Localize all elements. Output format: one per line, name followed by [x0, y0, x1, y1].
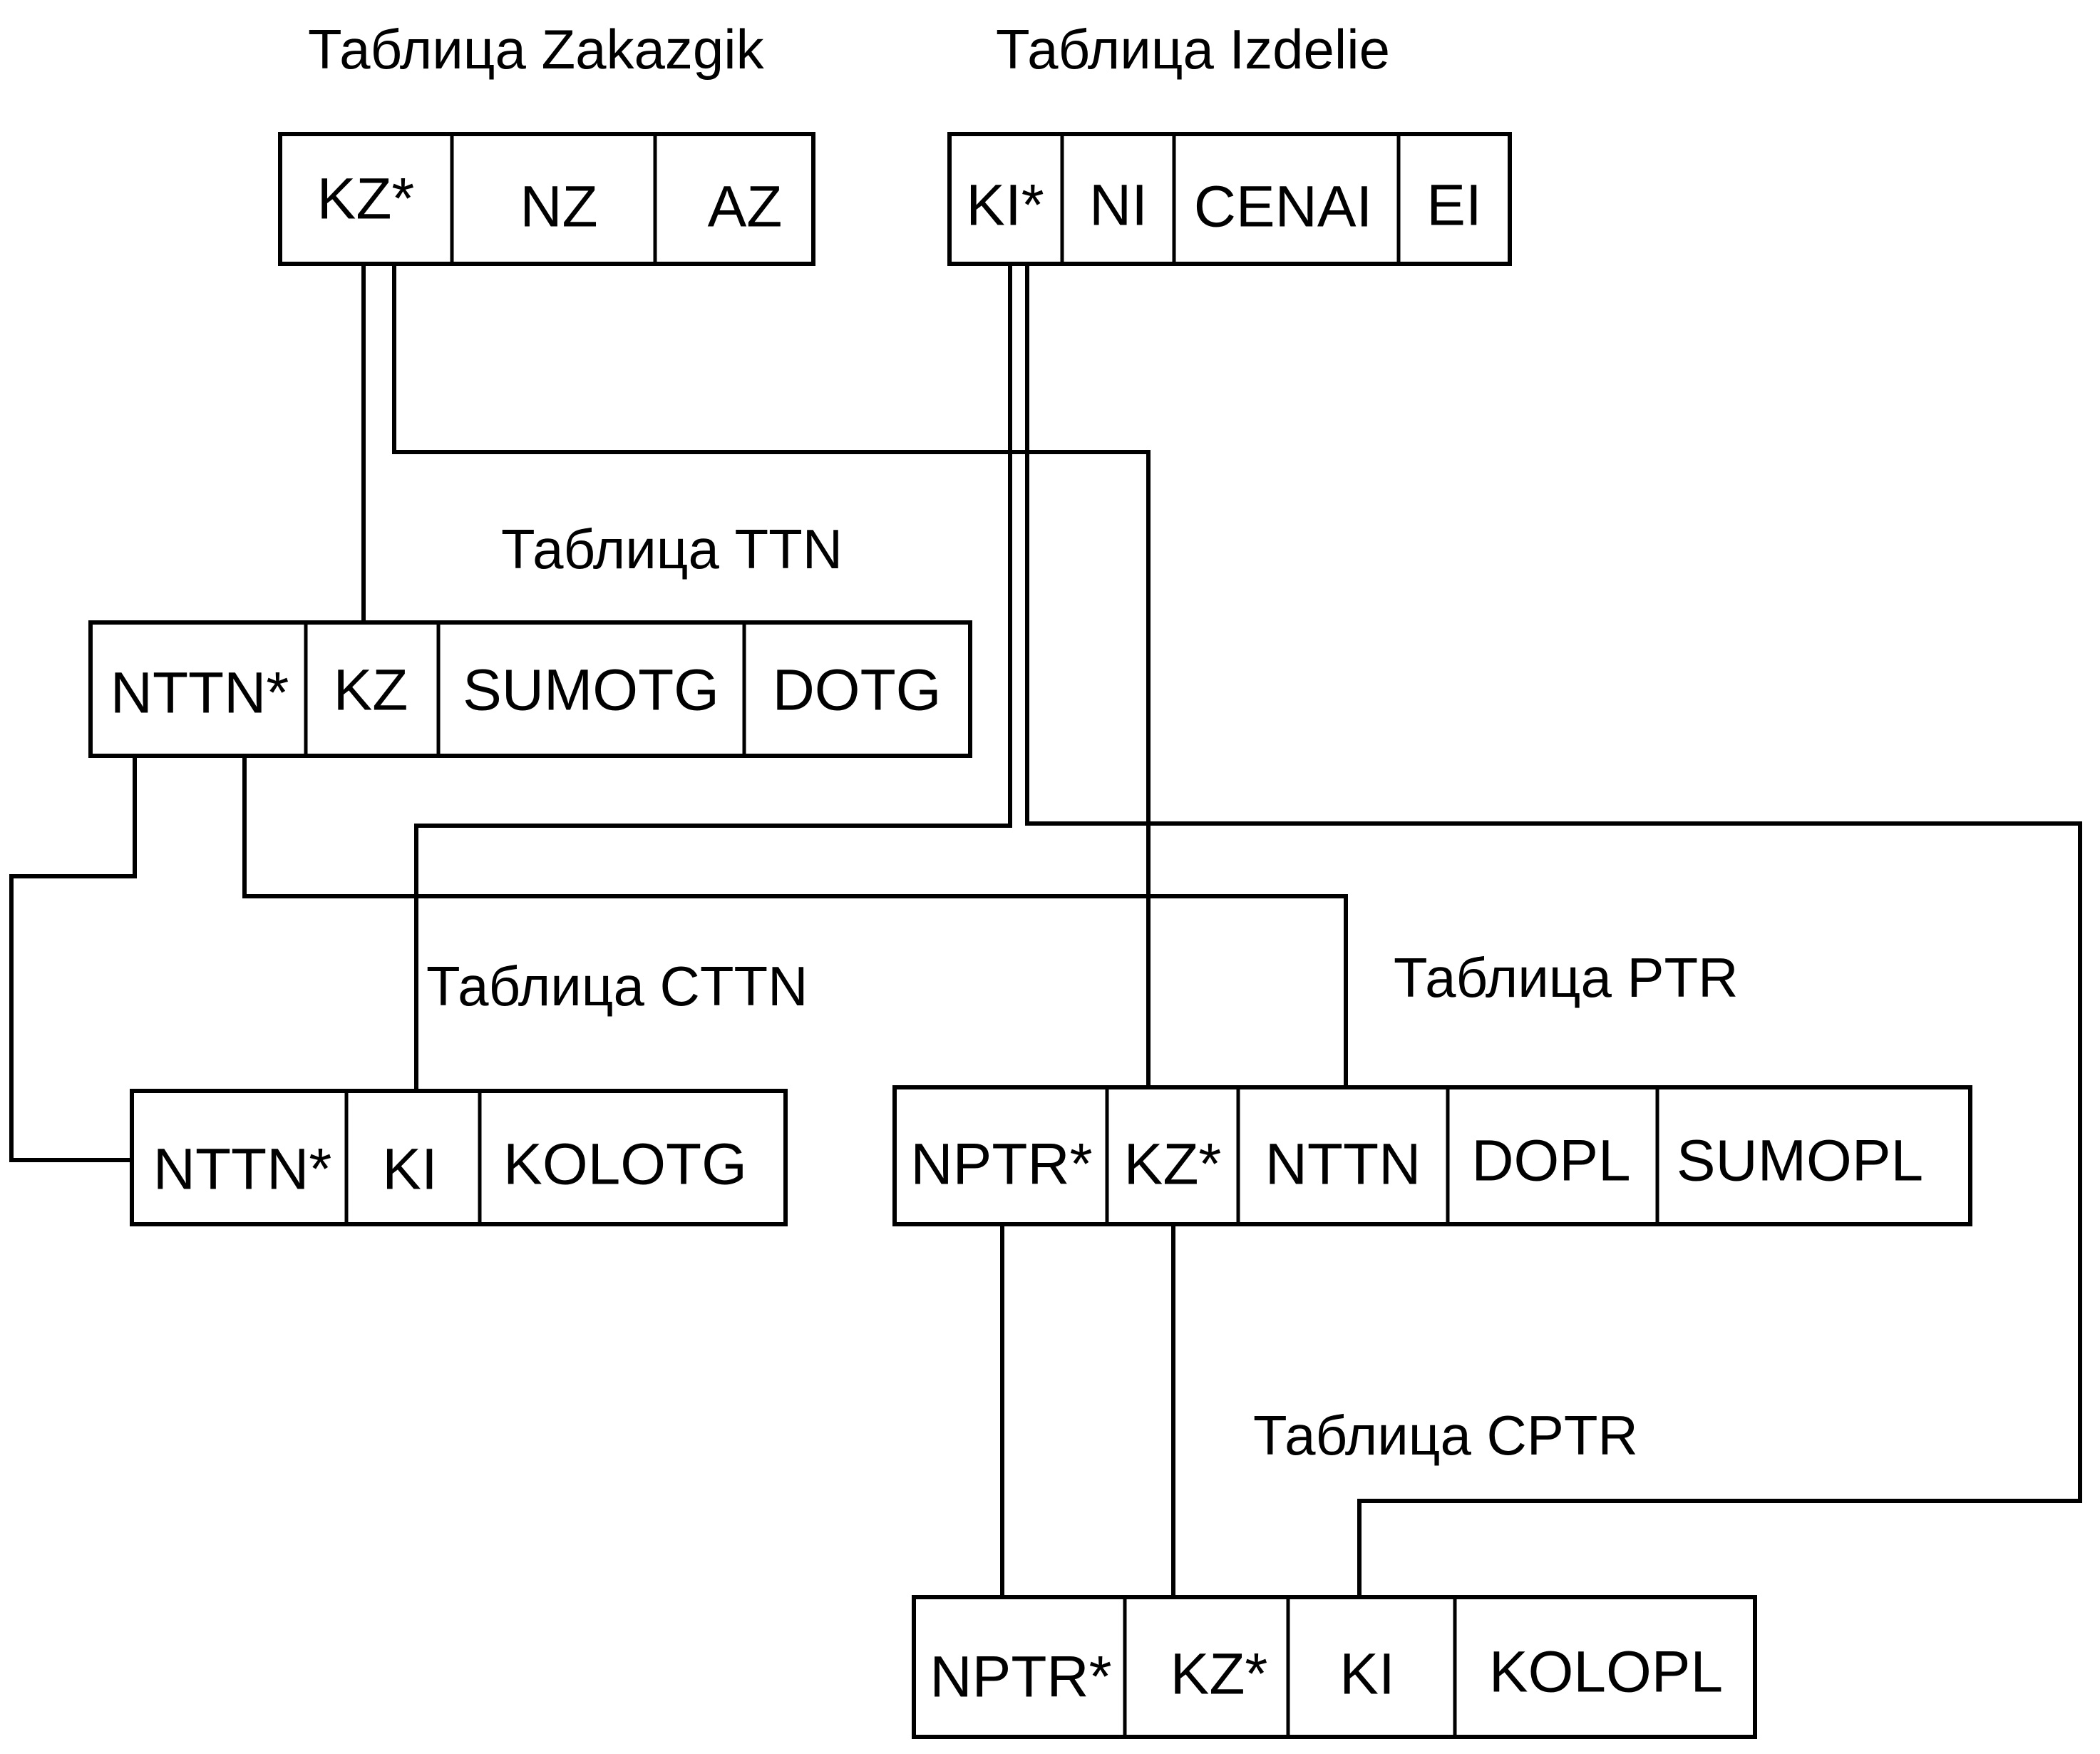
field-nptr-primary-key: NPTR* — [930, 1645, 1111, 1710]
table-cttn: Таблица CTTN NTTN* KI KOLOTG — [130, 955, 808, 1226]
field-nttn: NTTN — [1265, 1132, 1421, 1197]
field-kz-primary-key: KZ* — [1170, 1642, 1268, 1707]
field-nttn-primary-key: NTTN* — [110, 661, 289, 726]
table-title: Таблица PTR — [1394, 946, 1739, 1009]
field-nptr-primary-key: NPTR* — [910, 1132, 1092, 1197]
field-kz-primary-key: KZ* — [1124, 1132, 1222, 1197]
field-ki-primary-key: KI* — [966, 173, 1044, 238]
table-box — [912, 1595, 1757, 1739]
table-title: Таблица Izdelie — [996, 18, 1390, 81]
field-nttn-primary-key: NTTN* — [153, 1137, 332, 1202]
relation-lines — [9, 264, 2082, 1597]
link-ttn-nttn-to-cttn-nttn — [9, 756, 137, 1162]
field-kz-primary-key: KZ* — [317, 167, 415, 232]
table-box — [947, 132, 1512, 266]
table-title: Таблица TTN — [501, 518, 843, 580]
table-ttn: Таблица TTN NTTN* KZ SUMOTG DOTG — [88, 518, 972, 758]
field-az: AZ — [708, 175, 783, 240]
table-izdelie: Таблица Izdelie KI* NI CENAI EI — [947, 18, 1512, 266]
field-ei: EI — [1426, 173, 1481, 238]
table-box — [278, 132, 815, 266]
field-ki: KI — [1339, 1642, 1394, 1707]
link-izdelie-ki-to-cttn-ki — [414, 264, 1012, 1091]
field-sumopl: SUMOPL — [1677, 1129, 1923, 1194]
table-box — [892, 1085, 1972, 1226]
link-ttn-nttn-to-ptr-nttn — [242, 756, 1348, 1087]
table-box — [88, 620, 972, 758]
field-kolopl: KOLOPL — [1489, 1640, 1723, 1705]
table-title: Таблица Zakazgik — [308, 18, 765, 81]
table-ptr: Таблица PTR NPTR* KZ* NTTN DOPL SUMOPL — [892, 946, 1972, 1226]
field-kz: KZ — [334, 658, 408, 723]
field-dopl: DOPL — [1471, 1129, 1630, 1194]
table-box — [130, 1089, 788, 1226]
field-dotg: DOTG — [773, 658, 942, 723]
field-sumotg: SUMOTG — [463, 658, 719, 723]
link-izdelie-ki-to-cptr-ki — [1025, 264, 2082, 1597]
table-title: Таблица CPTR — [1253, 1404, 1638, 1467]
field-nz: NZ — [520, 175, 597, 240]
link-zakazgik-kz-to-ptr-kz — [392, 264, 1151, 1087]
table-title: Таблица CTTN — [426, 955, 808, 1017]
field-ni: NI — [1089, 173, 1148, 238]
table-zakazgik: Таблица Zakazgik KZ* NZ AZ — [278, 18, 815, 266]
field-ki: KI — [382, 1137, 437, 1202]
field-kolotg: KOLOTG — [503, 1132, 747, 1197]
field-cenai: CENAI — [1194, 175, 1373, 240]
table-cptr: Таблица CPTR NPTR* KZ* KI KOLOPL — [912, 1404, 1757, 1739]
